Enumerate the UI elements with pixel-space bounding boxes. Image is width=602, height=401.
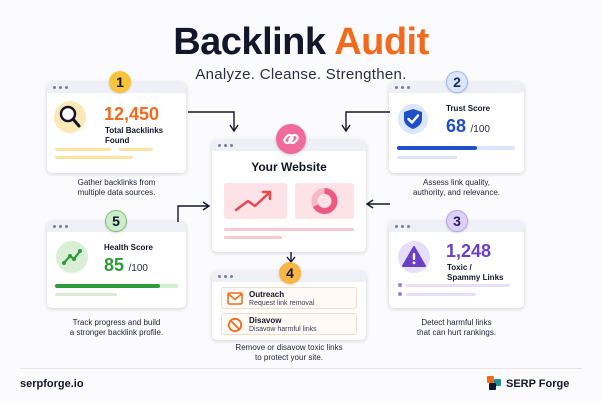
- step-1-card: 12,450 Total Backlinks Found: [47, 82, 186, 173]
- disavow-title: Disavow: [249, 316, 282, 325]
- mail-icon: [227, 292, 243, 310]
- toxic-links-value: 1,248: [446, 241, 492, 261]
- title-backlink: Backlink: [173, 21, 326, 63]
- step-3-caption: Detect harmful links that can hurt ranki…: [389, 318, 524, 338]
- step-2-card: Trust Score 68 /100: [389, 82, 524, 173]
- trust-score-value: 68: [446, 116, 467, 136]
- step-5-card: Health Score 85 /100: [47, 221, 186, 308]
- health-score-fill: [55, 284, 160, 288]
- trust-score-fill: [397, 146, 478, 150]
- health-score-suffix: /100: [128, 263, 148, 274]
- caption-line: Gather backlinks from: [77, 178, 156, 187]
- caption-line: Assess link quality,: [423, 178, 490, 187]
- page-title: Backlink Audit: [0, 22, 602, 62]
- outreach-title: Outreach: [249, 290, 285, 299]
- toxic-links-label-1: Toxic /: [447, 263, 472, 272]
- trust-score-suffix: /100: [470, 124, 490, 135]
- bullet-dot: [398, 283, 402, 287]
- arrow-step5-to-website: [177, 201, 211, 222]
- step-2-caption: Assess link quality, authority, and rele…: [389, 178, 524, 198]
- shield-check-icon: [398, 104, 428, 134]
- website-title: Your Website: [251, 160, 327, 174]
- health-score-track: [55, 284, 178, 288]
- step-3-card: 1,248 Toxic / Spammy Links: [389, 221, 524, 308]
- warning-icon: [398, 241, 430, 273]
- trust-score-track: [397, 146, 515, 150]
- step-1-badge: 1: [109, 71, 131, 93]
- caption-line: that can hurt rankings.: [416, 328, 497, 337]
- disavow-action: Disavow Disavow harmful links: [221, 313, 357, 335]
- serp-forge-logo-icon: [486, 375, 502, 391]
- page-subtitle: Analyze. Cleanse. Strengthen.: [195, 66, 407, 83]
- placeholder-bar: [119, 148, 153, 151]
- caption-line: Detect harmful links: [421, 318, 492, 327]
- total-backlinks-value: 12,450: [104, 104, 160, 124]
- caption-line: Track progress and build: [72, 318, 161, 327]
- title-audit: Audit: [334, 21, 429, 63]
- placeholder-bar: [397, 156, 457, 159]
- caption-line: to protect your site.: [254, 353, 324, 362]
- placeholder-bar: [55, 293, 117, 296]
- step-5-badge: 5: [105, 210, 127, 232]
- caption-line: a stronger backlink profile.: [69, 328, 164, 337]
- step-4-badge: 4: [279, 262, 301, 284]
- arrow-step3-to-website: [365, 199, 390, 209]
- caption-line: Remove or disavow toxic links: [235, 343, 343, 352]
- placeholder-bar: [406, 284, 510, 287]
- trend-line-icon: [56, 241, 88, 273]
- placeholder-bar: [406, 293, 476, 296]
- toxic-links-label-2: Spammy Links: [447, 273, 504, 282]
- donut-chart-icon: [295, 183, 354, 219]
- outreach-action: Outreach Request link removal: [221, 287, 357, 309]
- health-score-value: 85: [104, 255, 125, 275]
- step-2-badge: 2: [446, 71, 468, 93]
- bullet-dot: [398, 292, 402, 296]
- trust-score-label: Trust Score: [446, 104, 491, 113]
- footer-divider: [20, 368, 582, 369]
- step-5-caption: Track progress and build a stronger back…: [47, 318, 186, 338]
- arrow-step2-to-website: [341, 111, 390, 133]
- trust-score-value-group: 68 /100: [446, 116, 490, 137]
- total-backlinks-label: Total Backlinks Found: [105, 126, 164, 145]
- health-score-value-group: 85 /100: [104, 255, 148, 276]
- prohibited-icon: [227, 317, 243, 338]
- step-3-badge: 3: [446, 210, 468, 232]
- disavow-desc: Disavow harmful links: [249, 326, 317, 333]
- outreach-desc: Request link removal: [249, 300, 315, 307]
- placeholder-bar: [224, 228, 354, 231]
- placeholder-bar: [224, 236, 282, 239]
- step-4-caption: Remove or disavow toxic links to protect…: [202, 343, 376, 363]
- website-card: Your Website: [212, 140, 366, 252]
- caption-line: authority, and relevance.: [412, 188, 500, 197]
- footer-url[interactable]: serpforge.io: [20, 378, 84, 390]
- footer-brand: SERP Forge: [506, 378, 570, 390]
- placeholder-bar: [55, 156, 133, 159]
- magnifier-icon: [54, 101, 86, 133]
- link-icon: [276, 124, 306, 154]
- caption-line: multiple data sources.: [77, 188, 156, 197]
- step-1-caption: Gather backlinks from multiple data sour…: [47, 178, 186, 198]
- placeholder-bar: [55, 148, 111, 151]
- arrow-step1-to-website: [188, 111, 239, 133]
- health-score-label: Health Score: [104, 243, 153, 252]
- trend-chart-icon: [224, 183, 287, 219]
